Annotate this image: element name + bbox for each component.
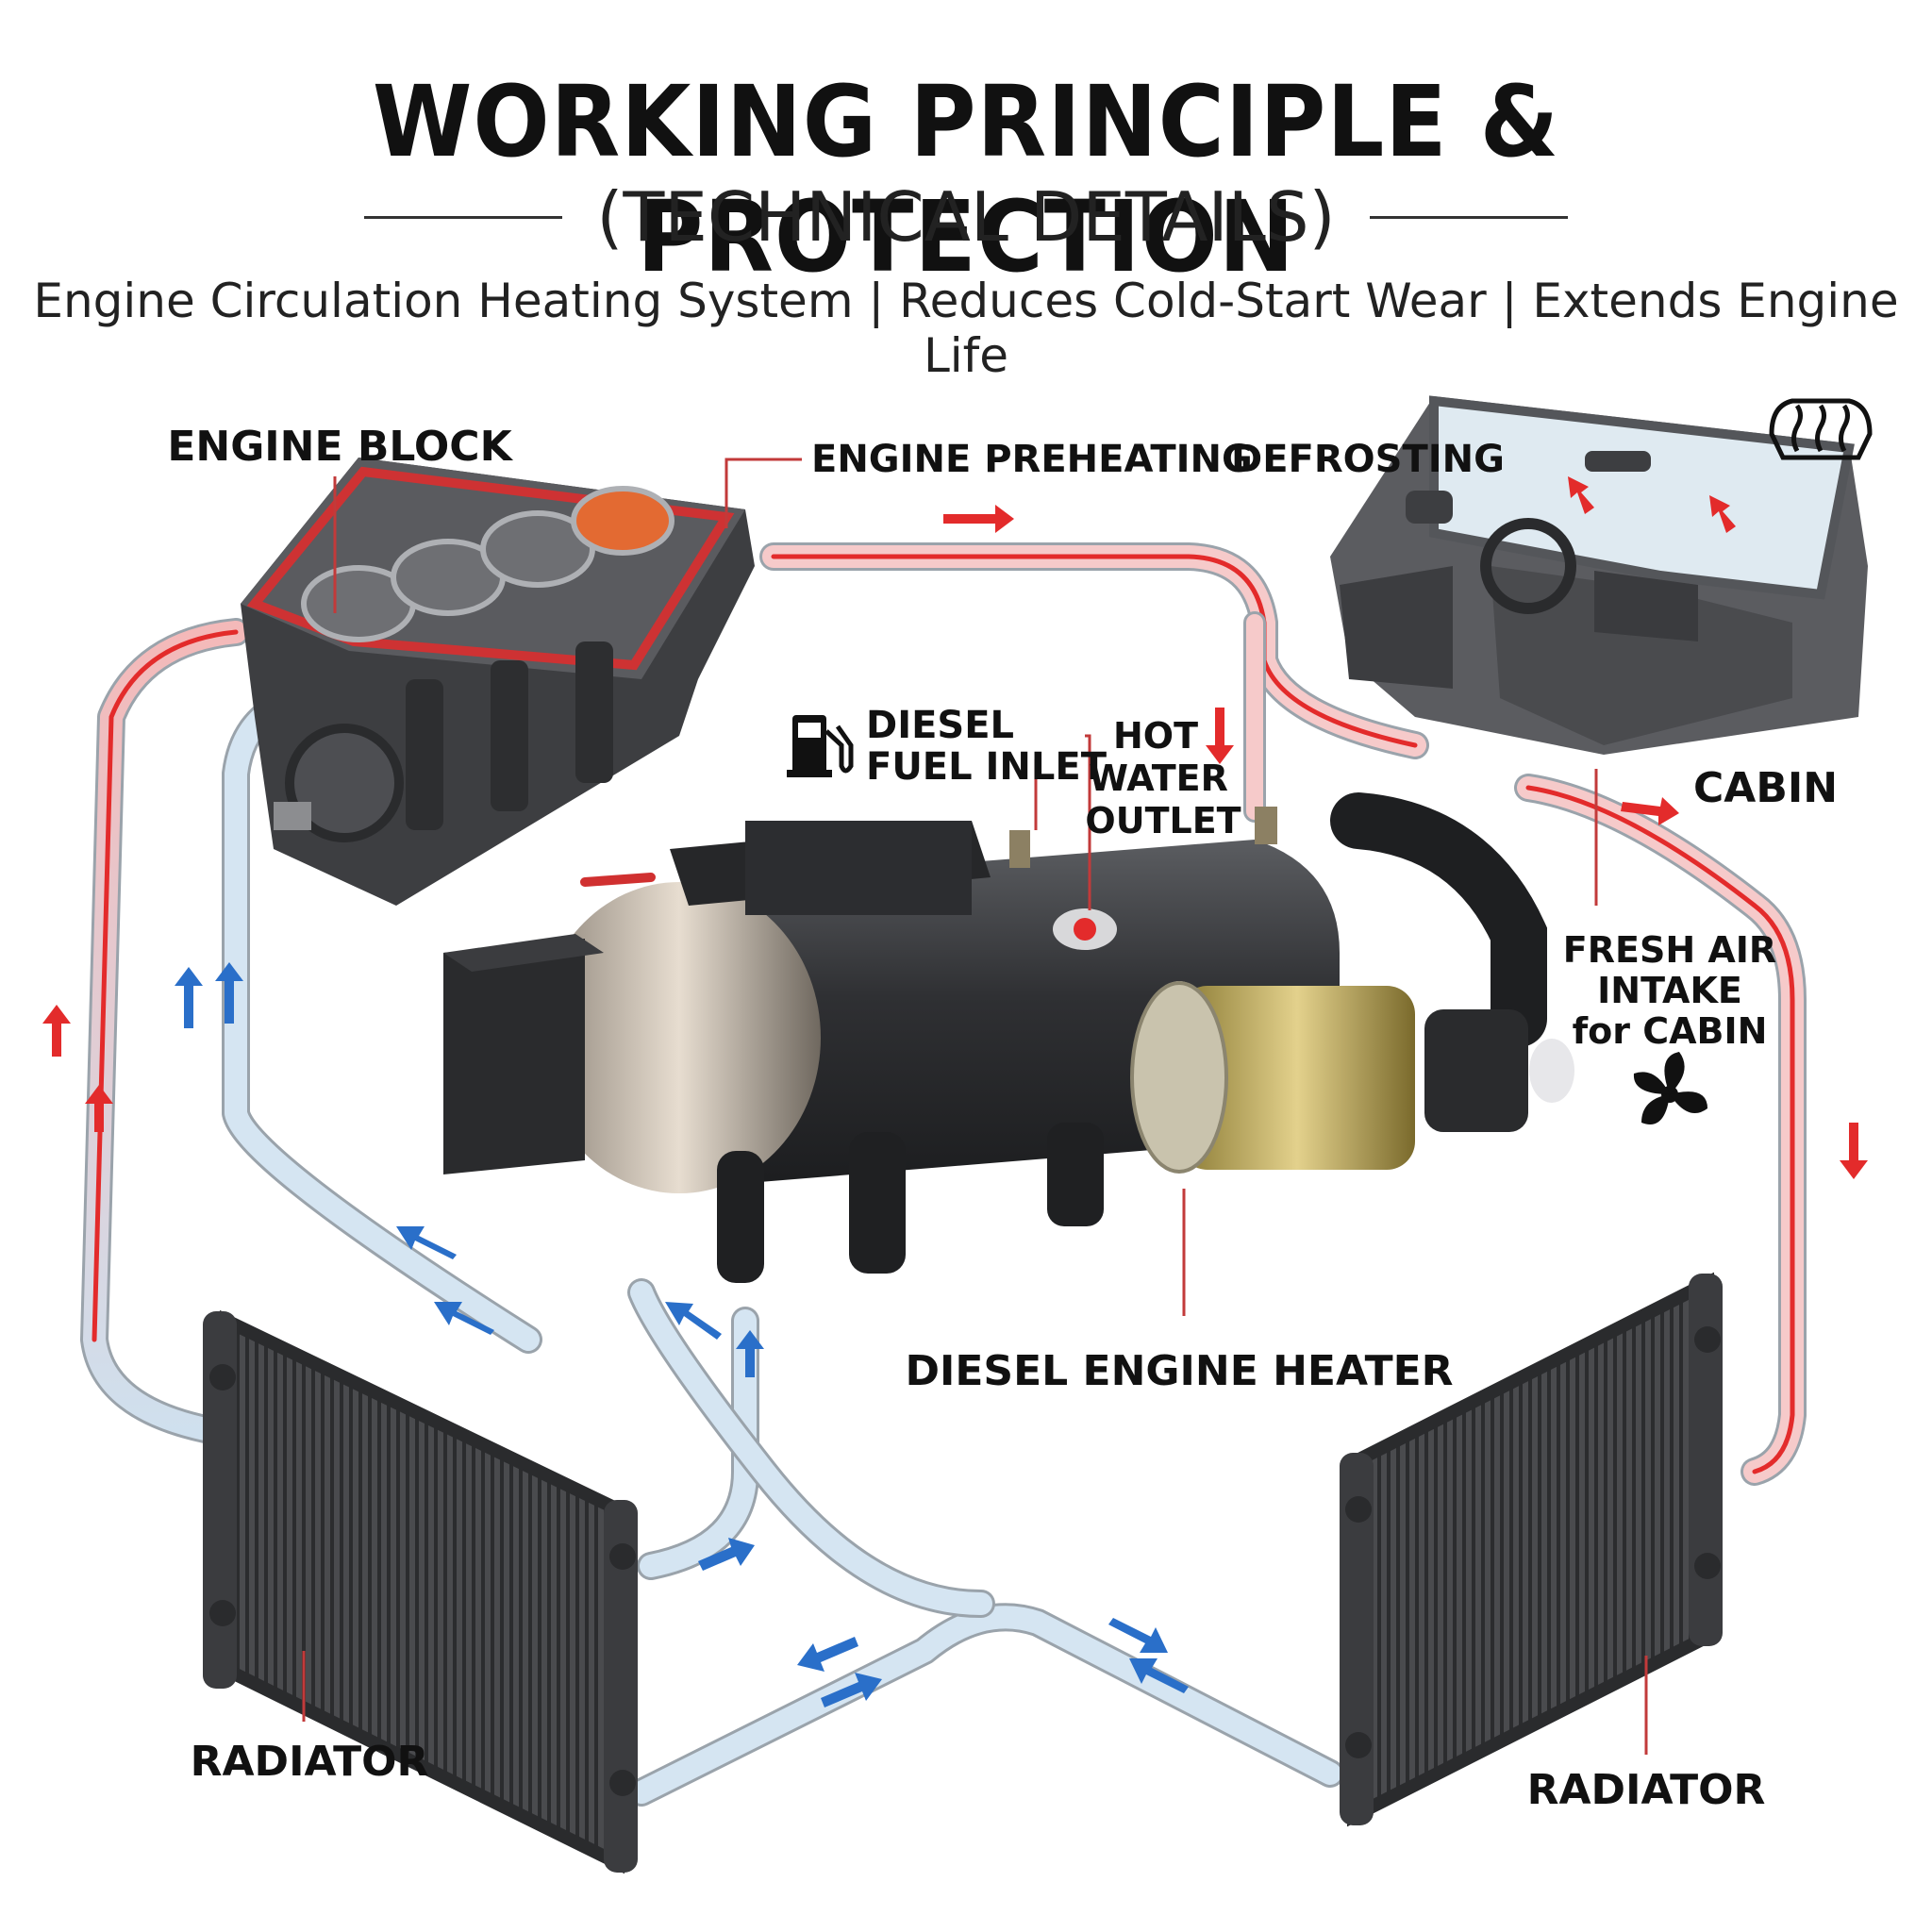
page-subtitle: (TECHNICAL DETAILS) xyxy=(596,177,1336,257)
label-diesel-fuel-inlet-1: DIESEL xyxy=(866,704,1014,747)
page-tagline: Engine Circulation Heating System | Redu… xyxy=(33,274,1899,383)
label-fresh-air-2: INTAKE xyxy=(1597,970,1742,1011)
label-radiator-left: RADIATOR xyxy=(191,1738,429,1786)
subtitle-rule-left xyxy=(364,215,563,219)
label-radiator-right: RADIATOR xyxy=(1527,1766,1766,1814)
label-hot-water-outlet-3: OUTLET xyxy=(1085,800,1241,841)
label-hot-water-outlet-2: WATER xyxy=(1089,758,1228,799)
subtitle-row: (TECHNICAL DETAILS) xyxy=(0,177,1932,257)
subtitle-rule-right xyxy=(1369,215,1568,219)
defrost-icon xyxy=(1769,398,1873,460)
page-title: WORKING PRINCIPLE & PROTECTION xyxy=(372,64,1560,294)
cold-flow-arrow xyxy=(175,962,1189,1707)
label-fresh-air-1: FRESH AIR xyxy=(1563,929,1776,971)
engine-block xyxy=(241,458,755,906)
car-cabin xyxy=(1330,395,1868,755)
diagram-labels: ENGINE BLOCK ENGINE PREHEATING DEFROSTIN… xyxy=(167,423,1838,1814)
radiator-right xyxy=(1340,1272,1723,1827)
label-engine-block: ENGINE BLOCK xyxy=(167,423,513,471)
fuel-pump-icon xyxy=(787,715,854,777)
label-cabin: CABIN xyxy=(1693,764,1838,812)
label-hot-water-outlet-1: HOT xyxy=(1113,715,1198,757)
label-engine-preheating: ENGINE PREHEATING xyxy=(811,438,1253,481)
fan-icon xyxy=(1633,1052,1707,1124)
flow-arrows xyxy=(42,481,1868,1707)
radiator-left xyxy=(203,1309,638,1874)
label-diesel-engine-heater: DIESEL ENGINE HEATER xyxy=(905,1347,1453,1395)
label-diesel-fuel-inlet-2: FUEL INLET xyxy=(866,745,1108,789)
leader-lines xyxy=(302,458,1648,1755)
cylinder-bores xyxy=(301,486,675,642)
pipe-network xyxy=(80,542,1807,1807)
defrost-airflow-arrow xyxy=(1568,476,1736,533)
label-defrosting: DEFROSTING xyxy=(1231,438,1505,481)
diesel-heater-unit xyxy=(443,792,1574,1283)
label-fresh-air-3: for CABIN xyxy=(1573,1010,1768,1052)
